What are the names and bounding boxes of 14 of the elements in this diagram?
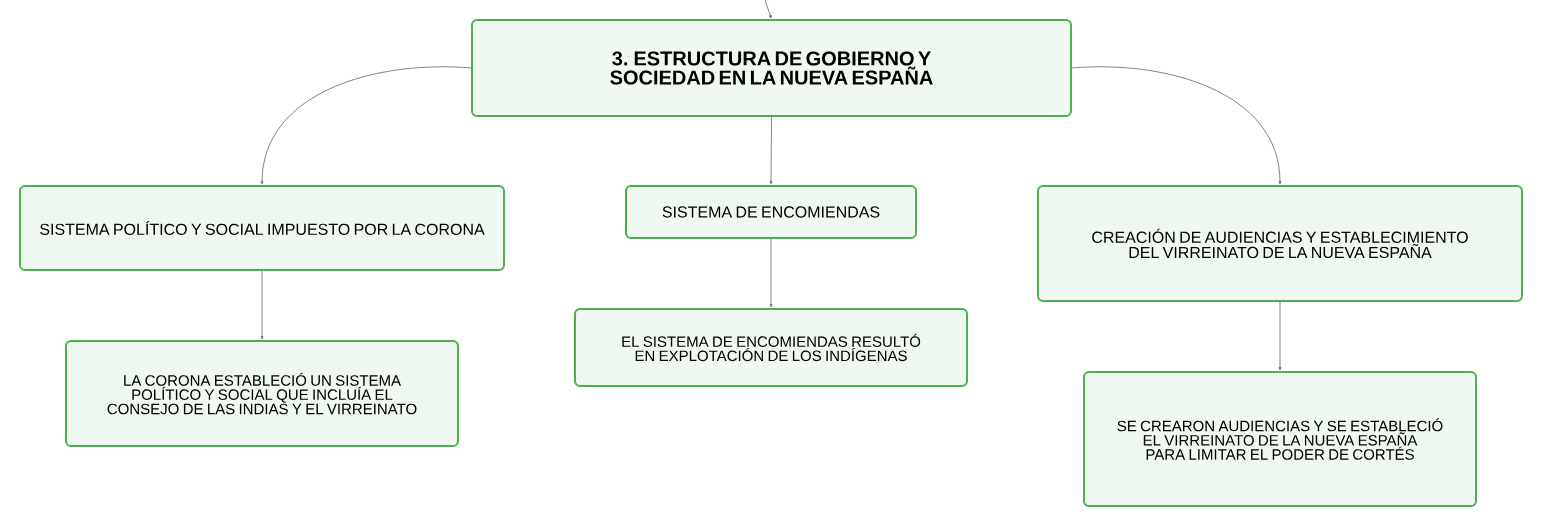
topic-box: SISTEMA POLÍTICO Y SOCIAL IMPUESTO POR LA CORONA bbox=[19, 185, 505, 271]
arrow bbox=[1071, 66, 1282, 185]
topic-box: SE CREARON AUDIENCIAS Y SE ESTABLECIÓ EL VIRREINATO DE LA NUEVA ESPAÑA PARA LIMITAR EL PODER DE CORTÉS bbox=[1083, 371, 1477, 507]
topic-box: CREACIÓN DE AUDIENCIAS Y ESTABLECIMIENTO DEL VIRREINATO DE LA NUEVA ESPAÑA bbox=[1037, 185, 1523, 302]
topic-box: SISTEMA DE ENCOMIENDAS bbox=[625, 185, 917, 239]
arrow bbox=[1278, 301, 1282, 371]
topic-box: LA CORONA ESTABLECIÓ UN SISTEMA POLÍTICO Y SOCIAL QUE INCLUÍA EL CONSEJO DE LAS INDIAS Y EL VIRREINATO bbox=[65, 340, 459, 447]
title-box: 3. ESTRUCTURA DE GOBIERNO Y SOCIEDAD EN LA NUEVA ESPAÑA bbox=[471, 19, 1072, 117]
arrow bbox=[260, 270, 264, 340]
arrow bbox=[769, 238, 773, 308]
arrow bbox=[764, 0, 772, 19]
topic-box: EL SISTEMA DE ENCOMIENDAS RESULTÓ EN EXPLOTACIÓN DE LOS INDÍGENAS bbox=[574, 308, 968, 387]
arrow bbox=[260, 66, 472, 185]
arrow bbox=[769, 116, 773, 185]
